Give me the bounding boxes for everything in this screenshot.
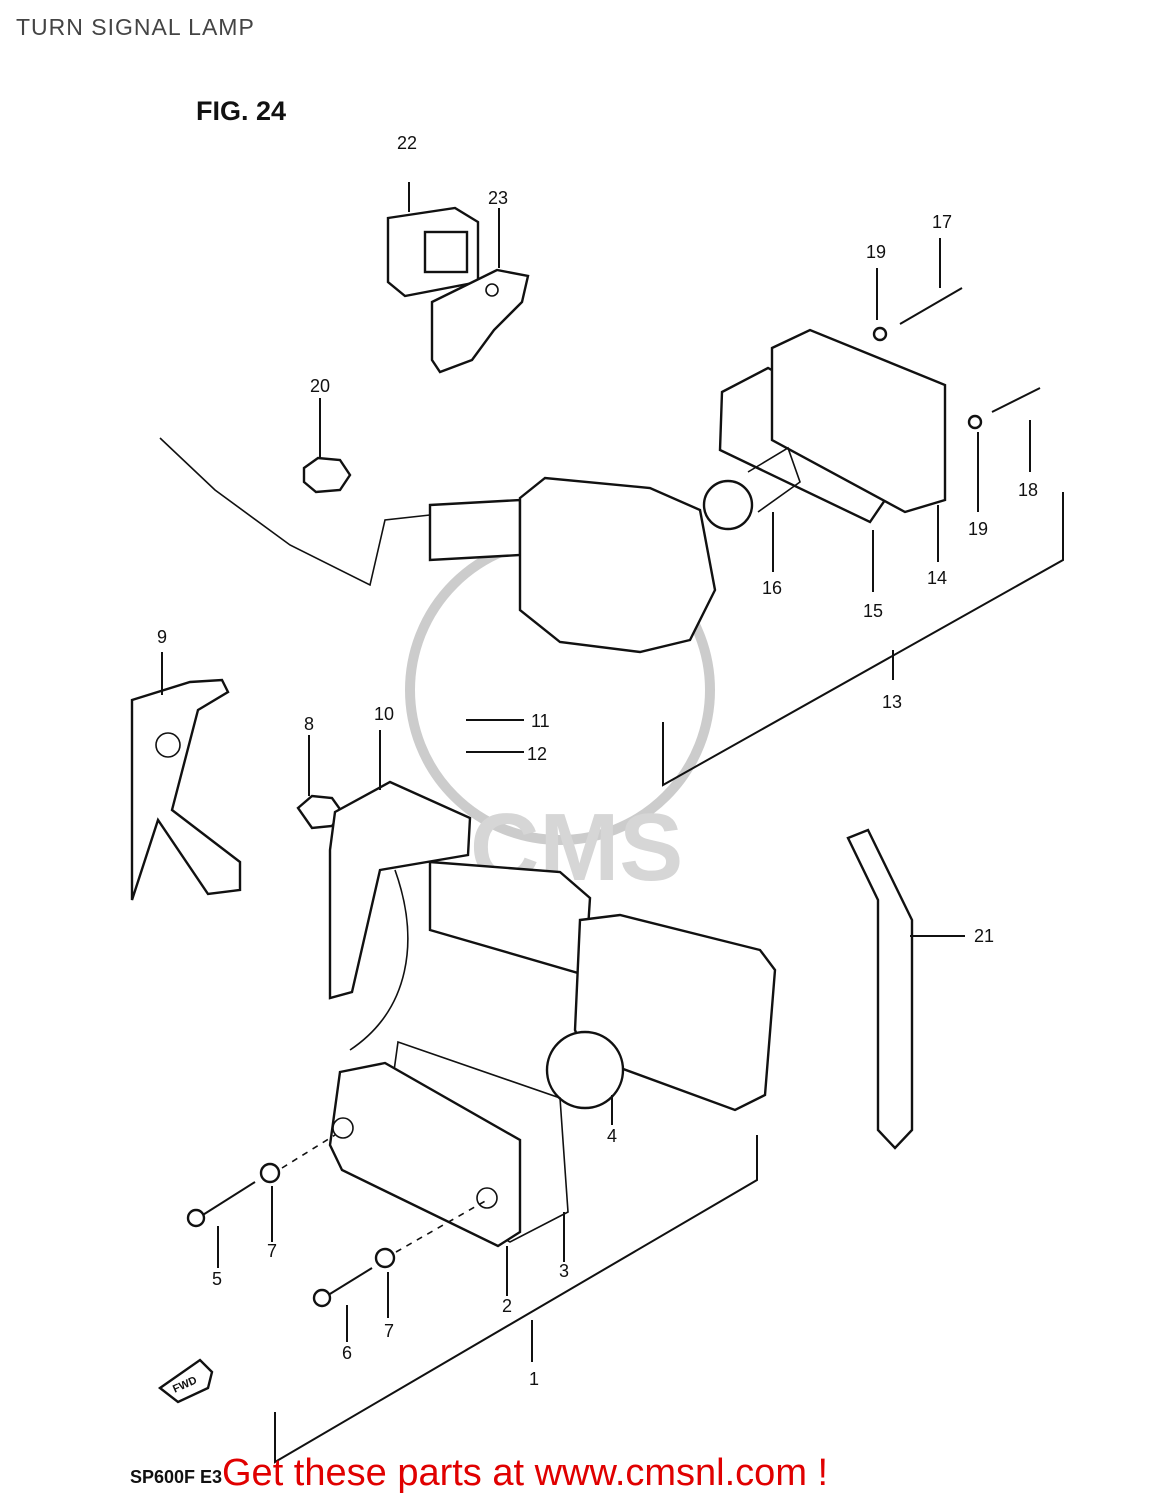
callout-21: 21	[974, 926, 994, 946]
callout-5: 5	[212, 1269, 222, 1289]
rear-turn-signal-13	[159, 287, 1041, 654]
callout-labels: 1 2 3 4 5 6 7 7 8 9 10 11 12 13 14 15 16…	[157, 133, 1038, 1389]
callout-6: 6	[342, 1343, 352, 1363]
callout-7b: 7	[384, 1321, 394, 1341]
callout-1: 1	[529, 1369, 539, 1389]
callout-9: 9	[157, 627, 167, 647]
page-title: TURN SIGNAL LAMP	[16, 14, 255, 40]
watermark: CMS	[405, 535, 715, 901]
nut-20	[302, 398, 352, 494]
callout-4: 4	[607, 1126, 617, 1146]
screws-washers	[186, 1134, 488, 1342]
callout-19a: 19	[866, 242, 886, 262]
callout-17: 17	[932, 212, 952, 232]
callout-2: 2	[502, 1296, 512, 1316]
assembly-bracket-13	[662, 492, 1064, 787]
figure-title: FIG. 24	[196, 96, 287, 126]
callout-12: 12	[527, 744, 547, 764]
callout-19b: 19	[968, 519, 988, 539]
relay-22	[386, 182, 480, 298]
callout-20: 20	[310, 376, 330, 396]
assembly-bracket-1	[274, 1135, 758, 1464]
model-code: SP600F E3	[130, 1467, 223, 1487]
forward-direction-arrow: FWD	[157, 1358, 214, 1404]
callout-15: 15	[863, 601, 883, 621]
relay-bracket-23	[430, 208, 530, 374]
callout-14: 14	[927, 568, 947, 588]
promo-link[interactable]: Get these parts at www.cmsnl.com !	[222, 1452, 829, 1494]
wire-strap-21	[846, 828, 965, 1150]
callout-23: 23	[488, 188, 508, 208]
callout-16: 16	[762, 578, 782, 598]
callout-7a: 7	[267, 1241, 277, 1261]
front-turn-signal-1	[328, 780, 777, 1248]
callout-11: 11	[531, 711, 550, 731]
callout-22: 22	[397, 133, 417, 153]
callout-8: 8	[304, 714, 314, 734]
callout-3: 3	[559, 1261, 569, 1281]
callout-18: 18	[1018, 480, 1038, 500]
bracket-9	[130, 652, 242, 901]
callout-13: 13	[882, 692, 902, 712]
callout-10: 10	[374, 704, 394, 724]
